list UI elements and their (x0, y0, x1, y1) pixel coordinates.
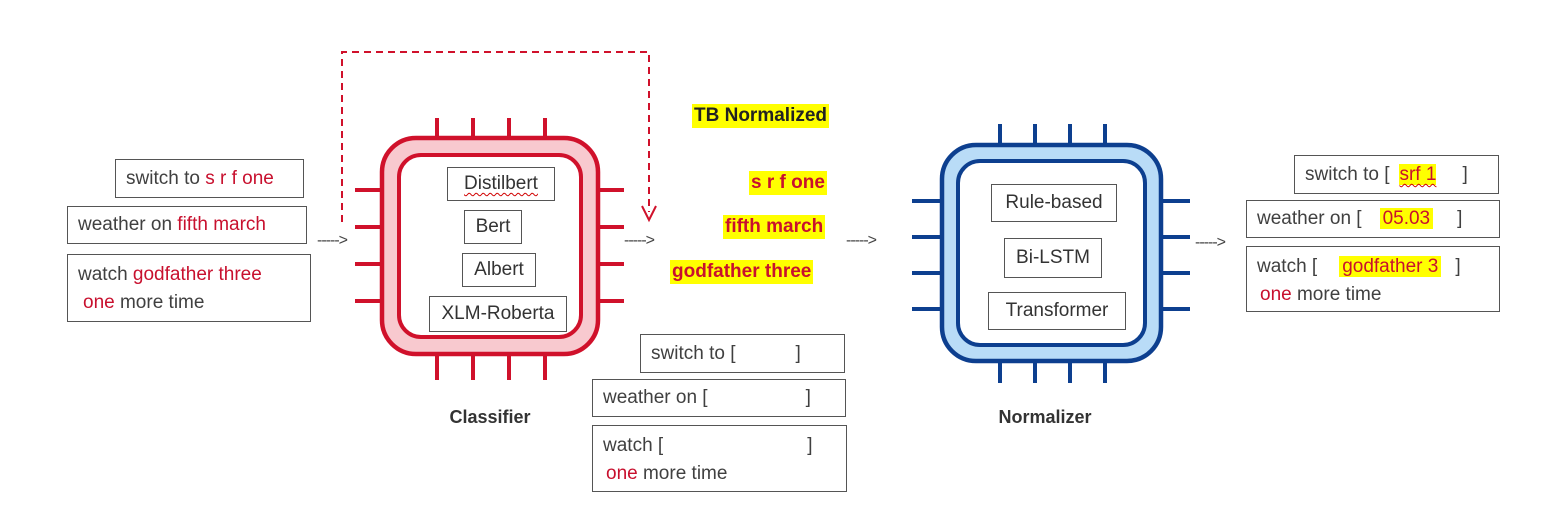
output-2: weather on [ 05.03] (1246, 200, 1500, 238)
output-1: switch to [ srf 1] (1294, 155, 1499, 194)
tb-item-1: s r f one (749, 171, 827, 195)
template-1: switch to [] (640, 334, 845, 373)
normalizer-caption: Normalizer (998, 407, 1092, 427)
model-transformer: Transformer (988, 292, 1126, 330)
template-3-prefix: watch [ (603, 435, 664, 456)
output-2-prefix: weather on [ (1257, 208, 1362, 229)
tb-normalized-title: TB Normalized (692, 104, 830, 128)
output-1-prefix: switch to [ (1305, 164, 1390, 185)
template-3-line2-suffix: more time (637, 463, 728, 484)
input-sentence-2: weather on fifth march (67, 206, 307, 244)
output-2-value: 05.03 (1379, 208, 1434, 229)
output-3-line2-entity: one (1260, 284, 1292, 305)
template-1-suffix: ] (795, 343, 801, 364)
input-sentence-1: switch to s r f one (115, 159, 304, 198)
feedback-loop-arrow (341, 51, 650, 222)
output-3-suffix: ] (1455, 256, 1461, 277)
tb-item-2: fifth march (723, 215, 826, 239)
model-albert: Albert (462, 253, 536, 287)
model-distilbert-label: Distilbert (464, 173, 538, 194)
output-1-suffix: ] (1462, 164, 1468, 185)
model-rule-based: Rule-based (991, 184, 1117, 222)
output-3: watch [ godfather 3] one more time (1246, 246, 1500, 312)
feedback-arrowhead (641, 205, 657, 223)
input-3-line2-suffix: more time (114, 292, 205, 313)
output-3-prefix: watch [ (1257, 256, 1318, 277)
model-xlm-roberta: XLM-Roberta (429, 296, 567, 332)
classifier-caption: Classifier (449, 407, 531, 427)
classifier-chip (355, 118, 624, 380)
input-1-entity: s r f one (205, 168, 274, 189)
template-2-suffix: ] (805, 387, 811, 408)
input-2-prefix: weather on (78, 214, 178, 235)
arrow-tb-to-normalizer: -----> (846, 232, 877, 249)
output-3-line2-suffix: more time (1291, 284, 1382, 305)
arrow-input-to-classifier: -----> (317, 232, 348, 249)
model-distilbert: Distilbert (447, 167, 555, 201)
tb-item-3: godfather three (670, 260, 814, 284)
input-3-line2-entity: one (83, 292, 115, 313)
template-3-suffix: ] (807, 435, 813, 456)
model-bi-lstm: Bi-LSTM (1004, 238, 1102, 278)
template-2: weather on [] (592, 379, 846, 417)
input-sentence-3: watch godfather three one more time (67, 254, 311, 322)
output-1-value: srf 1 (1399, 164, 1437, 185)
normalizer-chip (912, 124, 1190, 383)
model-bert: Bert (464, 210, 522, 244)
output-2-suffix: ] (1457, 208, 1463, 229)
input-3-prefix: watch (78, 264, 133, 285)
input-1-prefix: switch to (126, 168, 206, 189)
template-2-prefix: weather on [ (603, 387, 708, 408)
output-3-value: godfather 3 (1339, 256, 1442, 277)
template-3: watch [] one more time (592, 425, 847, 492)
arrow-classifier-to-tb: -----> (624, 232, 655, 249)
template-1-prefix: switch to [ (651, 343, 736, 364)
template-3-line2-entity: one (606, 463, 638, 484)
arrow-normalizer-to-output: -----> (1195, 234, 1226, 251)
input-3-entity: godfather three (132, 264, 262, 285)
input-2-entity: fifth march (177, 214, 266, 235)
